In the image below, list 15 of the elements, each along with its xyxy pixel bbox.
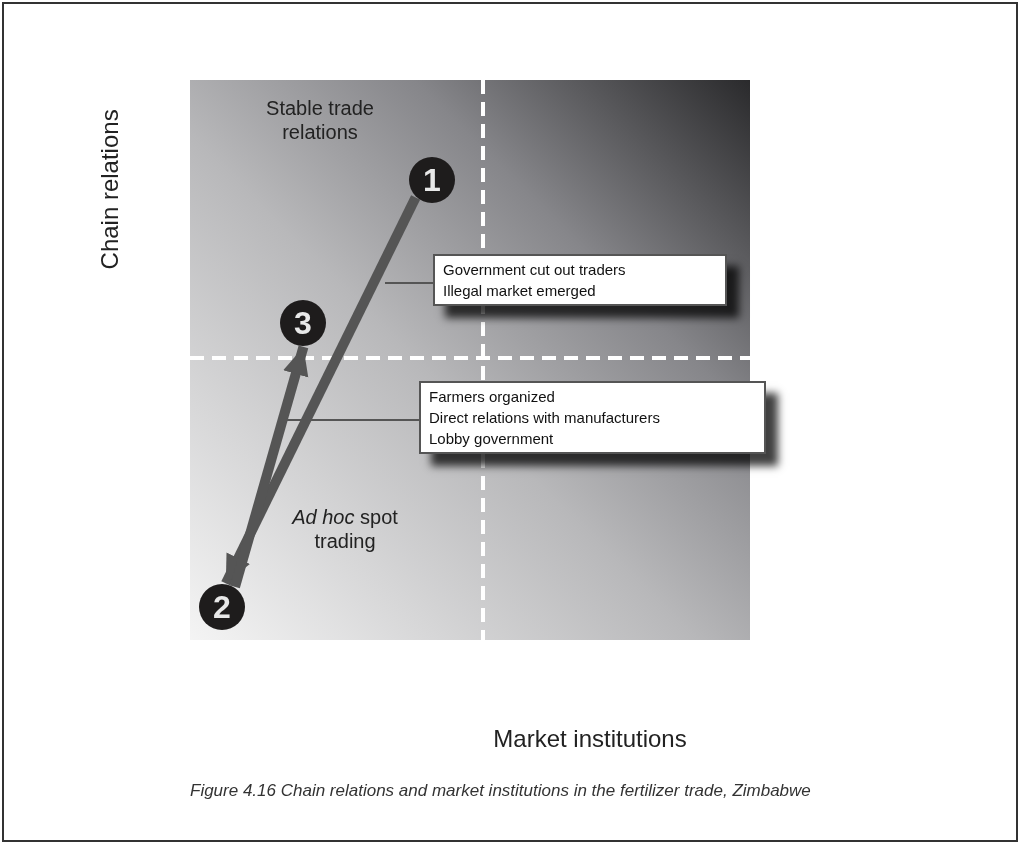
quadrant-label: Ad hoc spot trading — [290, 505, 399, 553]
callout-box — [433, 254, 727, 306]
figure-caption: Figure 4.16 Chain relations and market institutions in the fertilizer trade, Zimbabwe — [190, 780, 812, 802]
callout-text: Direct relations with manufacturers — [429, 408, 661, 428]
leader-line — [384, 282, 434, 284]
axis-label: Chain relations — [95, 108, 124, 272]
callout-text: Government cut out traders — [443, 260, 627, 280]
arrow — [221, 195, 421, 586]
arrow — [230, 345, 309, 589]
callout-text: Farmers organized — [429, 387, 556, 407]
quadrant-label: Stable trade relations — [265, 96, 375, 144]
callout-text: Illegal market emerged — [443, 281, 597, 301]
callout-text: Lobby government — [429, 429, 555, 449]
axis-label: Market institutions — [492, 725, 688, 754]
callout-box — [419, 381, 766, 454]
